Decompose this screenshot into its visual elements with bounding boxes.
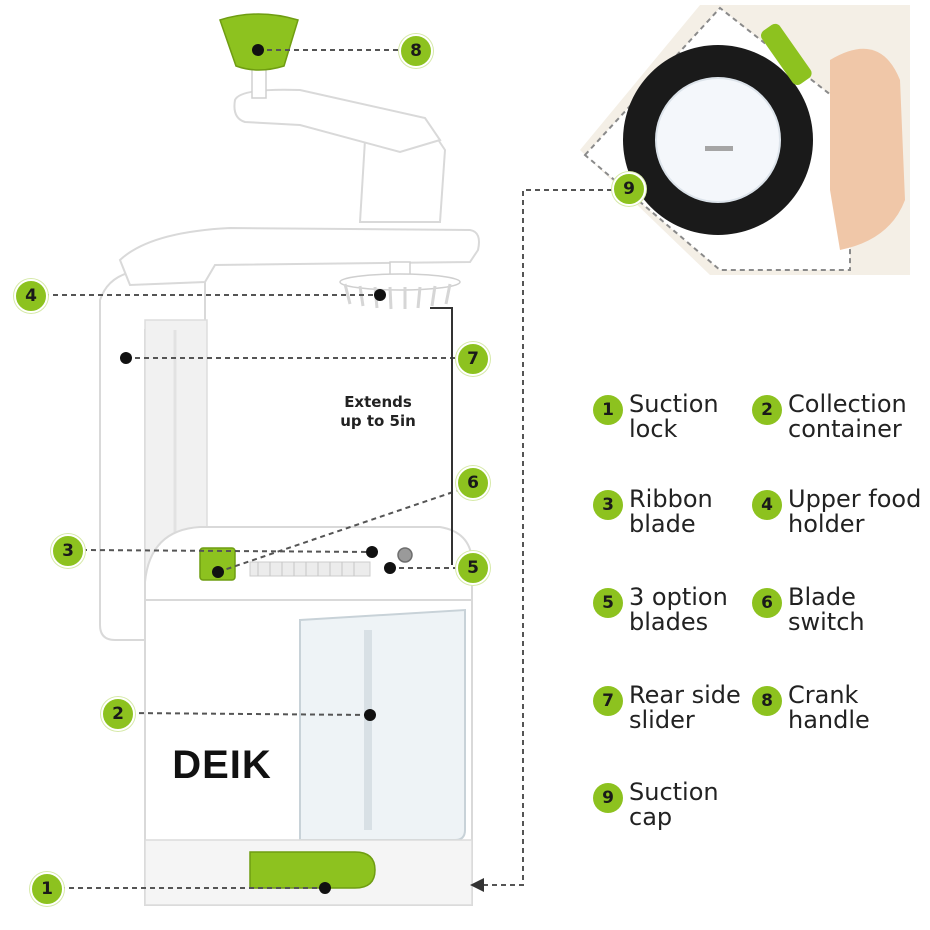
- callout-3: 3: [51, 534, 85, 568]
- collection-container-shape: [299, 608, 466, 841]
- extends-line-2: up to 5in: [340, 412, 416, 430]
- legend-num: 4: [752, 490, 782, 520]
- extend-bracket: [430, 307, 453, 565]
- blade-switch-knob: [199, 547, 236, 581]
- legend-num: 8: [752, 686, 782, 716]
- legend-num: 6: [752, 588, 782, 618]
- legend-label: 3 option blades: [629, 583, 728, 636]
- suction-lock-lever: [249, 851, 376, 889]
- callout-8: 8: [399, 34, 433, 68]
- legend-num: 2: [752, 395, 782, 425]
- legend-label: Collection container: [788, 390, 907, 443]
- legend-item-7: 7 Rear side slider: [593, 683, 754, 733]
- legend-num: 7: [593, 686, 623, 716]
- legend-item-1: 1 Suction lock: [593, 392, 739, 442]
- spiralizer-product: DEIK: [99, 13, 480, 906]
- legend-label: Suction cap: [629, 778, 719, 831]
- suction-cap-inset: [580, 5, 910, 275]
- legend-label: Ribbon blade: [629, 485, 713, 538]
- callout-4: 4: [14, 279, 48, 313]
- crank-knob: [219, 13, 299, 71]
- legend-label: Suction lock: [629, 390, 719, 443]
- legend-item-4: 4 Upper food holder: [752, 487, 928, 537]
- legend-num: 1: [593, 395, 623, 425]
- legend-item-5: 5 3 option blades: [593, 585, 739, 635]
- legend-item-8: 8 Crank handle: [752, 683, 878, 733]
- arrowhead: [470, 878, 484, 892]
- legend-num: 5: [593, 588, 623, 618]
- legend-item-6: 6 Blade switch: [752, 585, 878, 635]
- callout-6: 6: [456, 466, 490, 500]
- extends-note: Extends up to 5in: [333, 393, 423, 431]
- callout-1: 1: [30, 872, 64, 906]
- legend-item-2: 2 Collection container: [752, 392, 928, 442]
- callout-7: 7: [456, 342, 490, 376]
- legend-label: Crank handle: [788, 681, 870, 734]
- legend-label: Rear side slider: [629, 681, 741, 734]
- legend-item-3: 3 Ribbon blade: [593, 487, 739, 537]
- legend-num: 9: [593, 783, 623, 813]
- extends-line-1: Extends: [344, 393, 412, 411]
- legend-label: Upper food holder: [788, 485, 922, 538]
- connector-lines: [44, 49, 612, 889]
- callout-9: 9: [612, 172, 646, 206]
- callout-2: 2: [101, 697, 135, 731]
- legend-label: Blade switch: [788, 583, 865, 636]
- callout-5: 5: [456, 551, 490, 585]
- brand-logo: DEIK: [172, 743, 272, 787]
- legend-num: 3: [593, 490, 623, 520]
- legend-item-9: 9 Suction cap: [593, 780, 729, 830]
- pointer-dots: [120, 44, 396, 894]
